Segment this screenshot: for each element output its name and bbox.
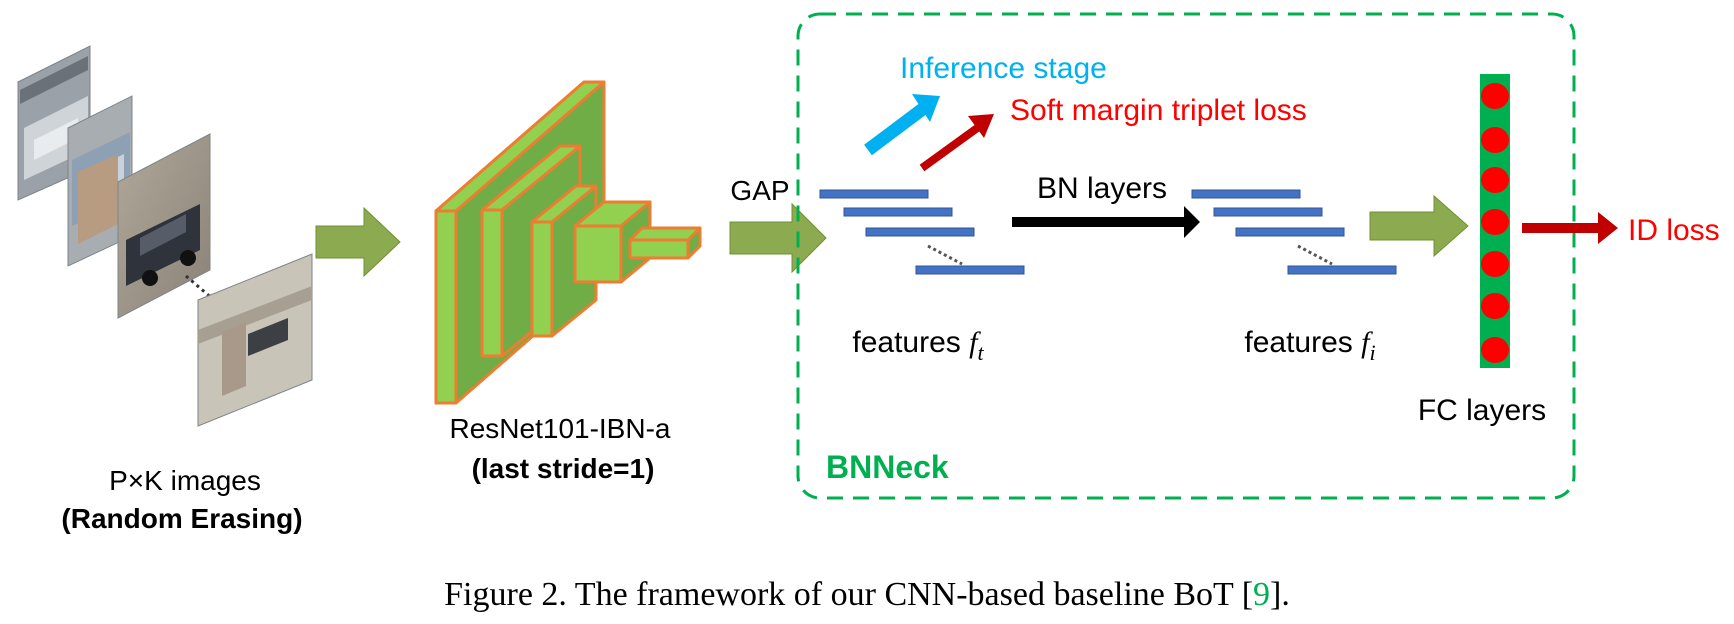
fc-neuron [1481, 83, 1509, 109]
arrow-to-backbone [315, 206, 401, 278]
features-fi-subscript: i [1369, 340, 1375, 365]
vehicle-image-1 [17, 45, 91, 201]
features-ft-label: features ft [852, 326, 984, 365]
bn-layers-label: BN layers [1037, 172, 1167, 205]
gap-label: GAP [730, 175, 789, 206]
bn-layers-arrow [1012, 206, 1200, 238]
input-caption-line2: (Random Erasing) [61, 503, 302, 534]
fc-layer-column [1480, 74, 1510, 368]
triplet-loss-label: Soft margin triplet loss [1010, 94, 1307, 127]
random-erasing-patch [222, 322, 246, 396]
fc-neuron [1481, 167, 1509, 193]
fc-neuron [1481, 251, 1509, 277]
arrow-to-fc [1369, 194, 1469, 258]
input-caption-line1: P×K images [109, 465, 261, 496]
input-image-stack [17, 45, 313, 427]
bnneck-title: BNNeck [826, 449, 949, 485]
feature-bar [1235, 227, 1345, 237]
feature-bar [1287, 265, 1397, 275]
fc-neuron [1481, 209, 1509, 235]
caption-ref-link[interactable]: 9 [1253, 576, 1270, 613]
triplet-loss-arrow [919, 114, 994, 172]
features-fi-label: features fi [1244, 326, 1375, 365]
feature-bar [843, 207, 953, 217]
features-fi-ellipsis [1297, 244, 1333, 266]
inference-stage-arrow [864, 94, 940, 156]
features-ft-subscript: t [977, 340, 984, 365]
fc-neuron [1481, 293, 1509, 319]
caption-suffix: ]. [1270, 576, 1290, 613]
features-ft-bars [819, 189, 1025, 275]
fc-neuron [1481, 337, 1509, 363]
figure-caption: Figure 2. The framework of our CNN-based… [444, 576, 1290, 613]
resnet-backbone-stack [434, 80, 702, 405]
fc-layers-label: FC layers [1418, 394, 1546, 427]
arrow-gap [729, 202, 827, 274]
bnneck-container [796, 12, 1576, 500]
vehicle-image-3 [117, 133, 211, 319]
id-loss-arrow [1522, 212, 1618, 244]
caption-prefix: Figure 2. The framework of our CNN-based… [444, 576, 1253, 613]
vehicle-image-2 [67, 95, 133, 267]
features-ft-ellipsis [927, 244, 963, 266]
features-ft-prefix: features [852, 326, 969, 359]
feature-bar [1213, 207, 1323, 217]
features-fi-bars [1191, 189, 1397, 275]
random-erasing-patch [78, 154, 118, 244]
features-fi-prefix: features [1244, 326, 1361, 359]
feature-bar [865, 227, 975, 237]
backbone-block-5 [628, 226, 702, 260]
feature-bar [819, 189, 929, 199]
backbone-caption-line1: ResNet101-IBN-a [450, 413, 671, 444]
feature-bar [915, 265, 1025, 275]
inference-stage-label: Inference stage [900, 52, 1107, 85]
fc-neuron [1481, 127, 1509, 153]
id-loss-label: ID loss [1628, 214, 1720, 247]
feature-bar [1191, 189, 1301, 199]
vehicle-image-4 [197, 253, 313, 427]
backbone-caption-line2: (last stride=1) [472, 453, 655, 484]
